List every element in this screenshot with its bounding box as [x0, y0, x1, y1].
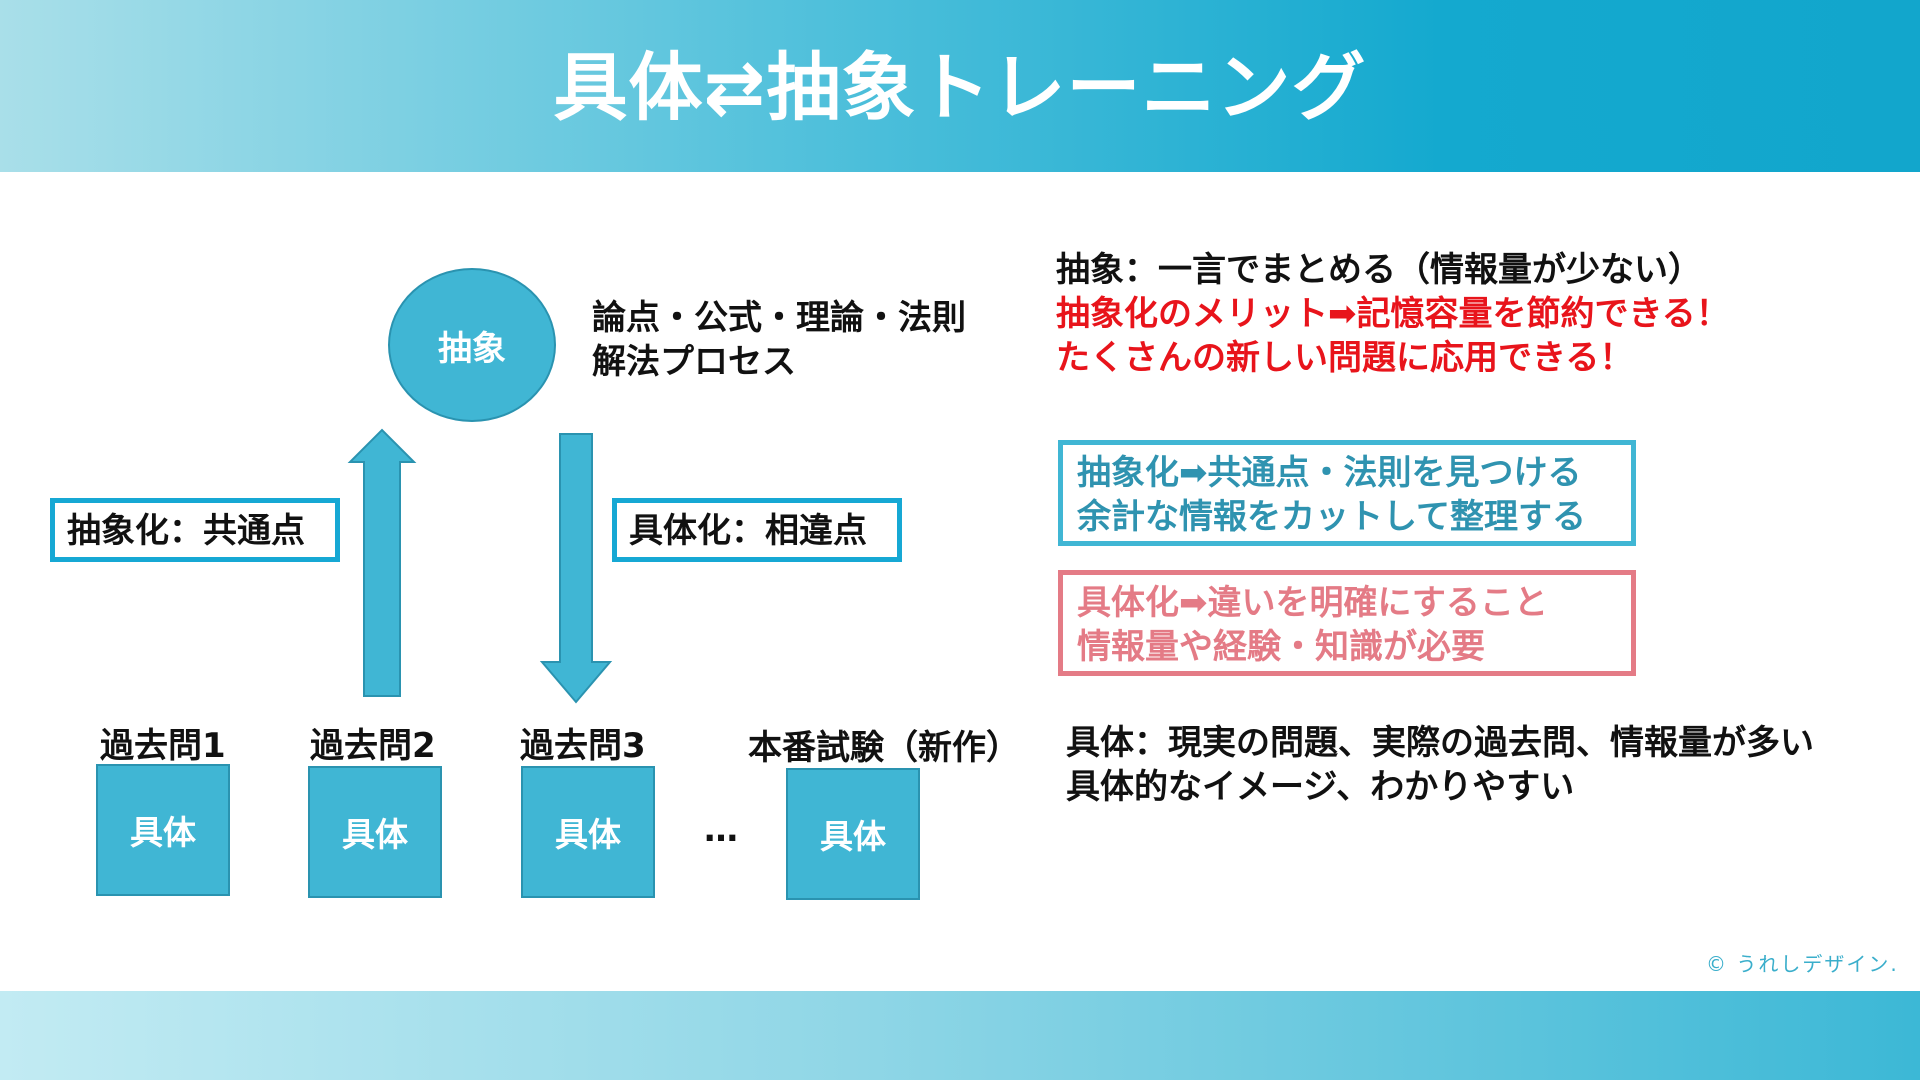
abstract-circle-label: 抽象 — [438, 328, 506, 369]
page-title: 具体⇄抽象トレーニング — [553, 45, 1367, 131]
concrete-box-2-label: 具体 — [342, 815, 408, 854]
abstraction-panel-line-2: 余計な情報をカットして整理する — [1077, 497, 1586, 537]
ellipsis: … — [704, 810, 738, 850]
concretion-difference-box: 具体化：相違点 — [612, 498, 902, 562]
concrete-box-3: 具体 — [521, 766, 655, 898]
question-label-4: 本番試験（新作） — [748, 728, 1020, 768]
concrete-box-1-label: 具体 — [130, 813, 196, 852]
concrete-box-3-label: 具体 — [555, 815, 621, 854]
footer-banner — [0, 991, 1920, 1080]
concretion-panel: 具体化➡違いを明確にすること 情報量や経験・知識が必要 — [1058, 570, 1636, 676]
merit-line-1: 抽象化のメリット➡記憶容量を節約できる！ — [1056, 294, 1730, 334]
copyright: © うれしデザイン. — [1706, 952, 1899, 976]
abstract-definition: 抽象：一言でまとめる（情報量が少ない） — [1056, 250, 1702, 290]
question-label-2: 過去問2 — [310, 726, 436, 766]
abstraction-common-box: 抽象化：共通点 — [50, 498, 340, 562]
abstraction-common-label: 抽象化：共通点 — [67, 511, 305, 551]
abstraction-panel-line-1: 抽象化➡共通点・法則を見つける — [1077, 453, 1582, 493]
concretion-panel-line-1: 具体化➡違いを明確にすること — [1077, 583, 1548, 623]
concrete-definition-line-2: 具体的なイメージ、わかりやすい — [1066, 767, 1575, 807]
concretion-panel-line-2: 情報量や経験・知識が必要 — [1077, 627, 1485, 667]
question-label-3: 過去問3 — [520, 726, 646, 766]
abstract-circle: 抽象 — [388, 268, 556, 422]
abstract-desc-line-2: 解法プロセス — [592, 342, 796, 382]
concrete-box-2: 具体 — [308, 766, 442, 898]
question-label-1: 過去問1 — [100, 726, 226, 766]
concretion-difference-label: 具体化：相違点 — [629, 511, 867, 551]
merit-line-2: たくさんの新しい問題に応用できる！ — [1056, 338, 1634, 378]
concrete-box-1: 具体 — [96, 764, 230, 896]
concrete-definition-line-1: 具体：現実の問題、実際の過去問、情報量が多い — [1066, 723, 1814, 763]
down-arrow — [539, 433, 613, 704]
up-arrow — [347, 428, 417, 697]
abstraction-panel: 抽象化➡共通点・法則を見つける 余計な情報をカットして整理する — [1058, 440, 1636, 546]
concrete-box-4: 具体 — [786, 768, 920, 900]
concrete-box-4-label: 具体 — [820, 817, 886, 856]
header-banner — [0, 0, 1920, 172]
abstract-desc-line-1: 論点・公式・理論・法則 — [592, 298, 966, 338]
